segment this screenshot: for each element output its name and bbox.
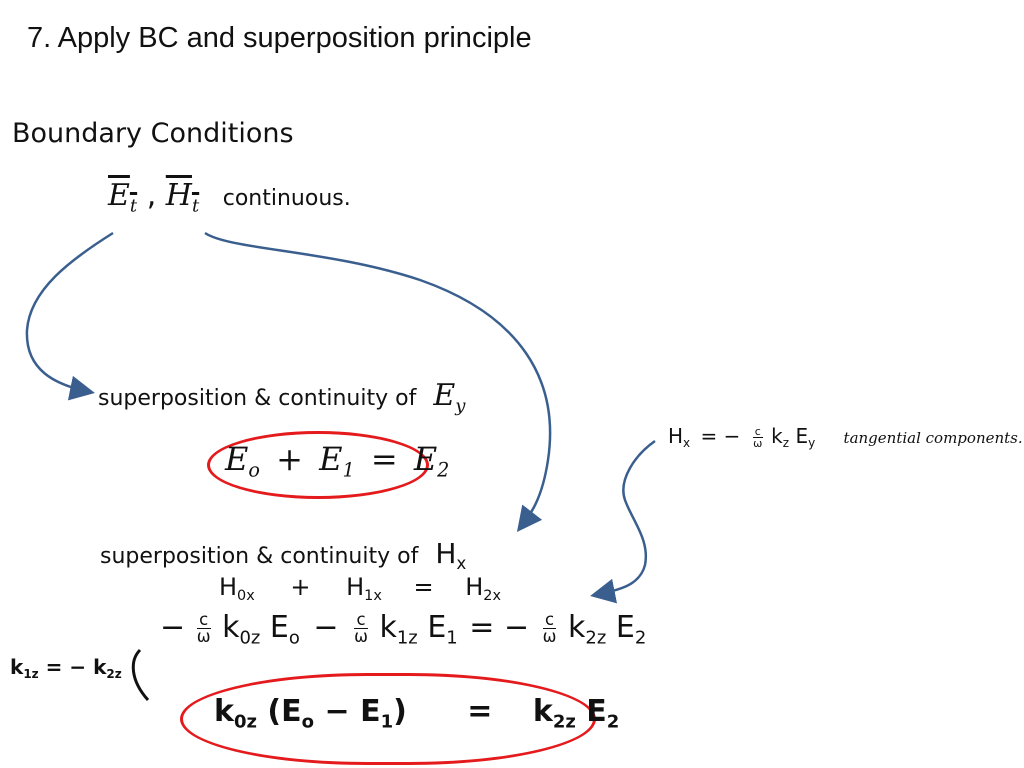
slide-title: 7. Apply BC and superposition principle: [27, 22, 532, 54]
arrow-et-to-ey: [25, 231, 114, 401]
arrow-note-to-h2x: [590, 439, 656, 604]
k-relation-note: k1z = − k2z: [10, 655, 122, 682]
e-tangential: Et: [108, 178, 138, 217]
h-tangential: Ht: [165, 178, 200, 217]
ey-symbol: Ey: [433, 378, 466, 417]
hx-symbol: Hx: [435, 537, 467, 573]
boundary-conditions-heading: Boundary Conditions: [12, 118, 294, 149]
hook-k-relation: [131, 648, 150, 702]
tangential-components-note: tangential components.: [843, 429, 1023, 447]
tangential-fields-continuous: Et , Ht continuous.: [108, 178, 351, 217]
hx-section-label: superposition & continuity of Hx: [100, 537, 467, 573]
ey-equation: Eo + E1 = E2: [225, 440, 450, 482]
final-equation: k0z (Eo − E1) = k2z E2: [214, 694, 620, 733]
final-equation-highlight: [180, 673, 596, 765]
hx-sum-equation: H0x + H1x = H2x: [219, 573, 501, 605]
ey-section-label: superposition & continuity of Ey: [98, 378, 466, 417]
